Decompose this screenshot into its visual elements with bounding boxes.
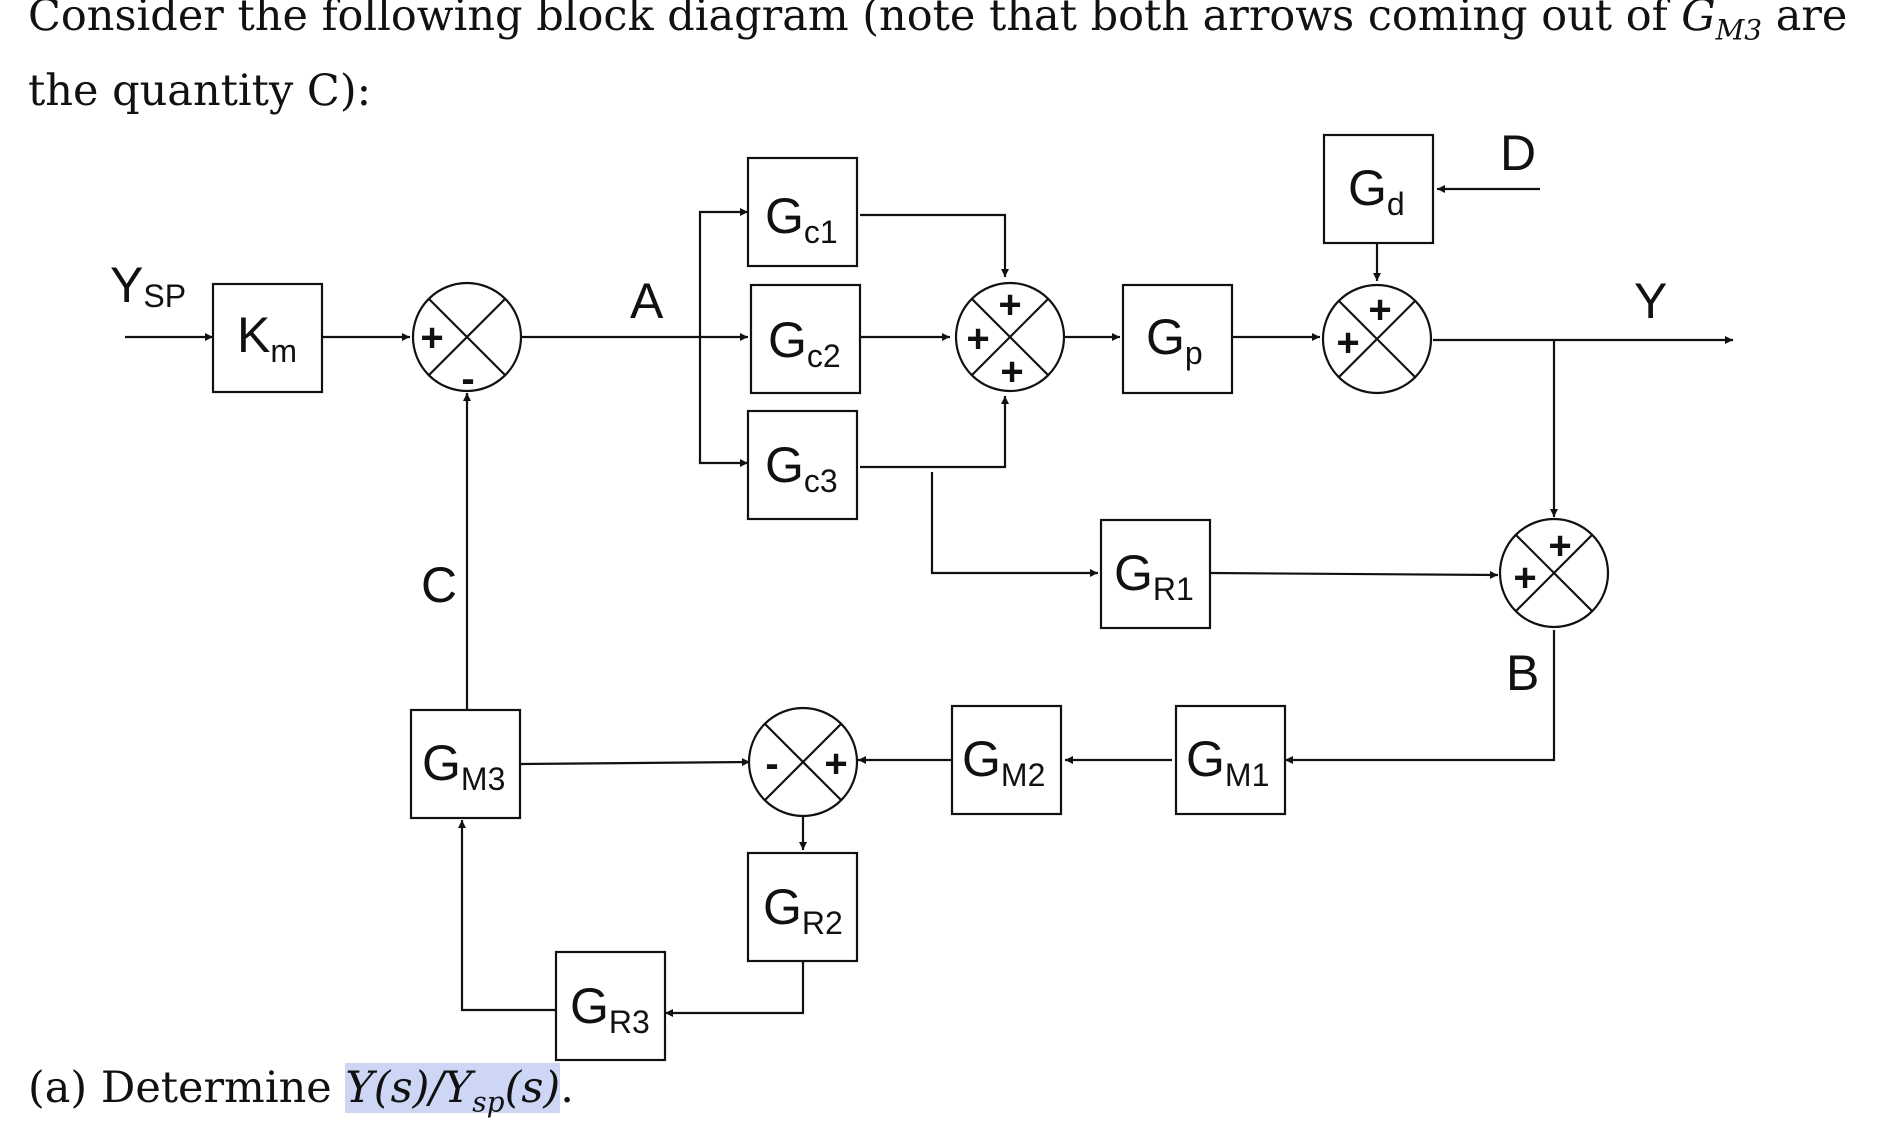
svg-text:+: + xyxy=(824,742,847,786)
svg-text:-: - xyxy=(461,357,474,401)
svg-text:Km: Km xyxy=(237,307,297,369)
svg-text:Gc1: Gc1 xyxy=(765,188,838,250)
svg-text:GM3: GM3 xyxy=(422,735,505,797)
block-gr3: GR3 xyxy=(554,950,667,1062)
svg-text:+: + xyxy=(1548,524,1571,568)
svg-text:GM2: GM2 xyxy=(962,731,1045,793)
summing-junction-4: + + xyxy=(1498,517,1610,629)
block-gr2: GR2 xyxy=(746,851,859,963)
block-gp: Gp xyxy=(1121,283,1234,395)
signal-y: Y xyxy=(1634,273,1667,329)
block-gr1: GR1 xyxy=(1099,518,1212,630)
svg-text:GR2: GR2 xyxy=(763,879,843,941)
gm3-symbol: GM3 xyxy=(1681,0,1763,47)
block-gd: Gd xyxy=(1322,133,1435,245)
svg-text:GR3: GR3 xyxy=(570,978,650,1040)
svg-text:+: + xyxy=(998,283,1021,327)
svg-text:GR1: GR1 xyxy=(1114,545,1194,607)
block-gc1: Gc1 xyxy=(746,156,859,268)
svg-text:+: + xyxy=(1000,350,1023,394)
svg-text:+: + xyxy=(966,317,989,361)
svg-text:Gd: Gd xyxy=(1348,160,1405,222)
block-gc3: Gc3 xyxy=(746,409,859,521)
svg-text:Gc3: Gc3 xyxy=(765,437,838,499)
svg-text:+: + xyxy=(1336,321,1359,365)
block-gm2: GM2 xyxy=(950,704,1063,816)
question-suffix: . xyxy=(560,1063,574,1113)
summing-junction-2: + + + xyxy=(954,281,1066,394)
transfer-function-expression: Y(s)/Ysp(s) xyxy=(345,1063,561,1119)
intro-line1-prefix: Consider the following block diagram (no… xyxy=(28,0,1682,41)
svg-text:+: + xyxy=(1513,556,1536,600)
summing-junction-5: - + xyxy=(747,706,859,818)
signal-d: D xyxy=(1500,125,1536,181)
svg-text:GM1: GM1 xyxy=(1186,731,1269,793)
summing-junction-1: + - xyxy=(411,281,523,401)
intro-line2: the quantity C): xyxy=(28,65,372,116)
block-km: Km xyxy=(211,282,324,394)
svg-text:Gc2: Gc2 xyxy=(768,312,841,374)
svg-text:Gp: Gp xyxy=(1146,309,1203,371)
svg-text:+: + xyxy=(420,316,443,360)
connections xyxy=(125,185,1733,1017)
block-gc2: Gc2 xyxy=(749,283,862,395)
signal-b: B xyxy=(1506,645,1539,701)
svg-text:-: - xyxy=(765,742,778,786)
signal-a: A xyxy=(630,273,664,329)
summing-junction-3: + + xyxy=(1321,283,1433,395)
question-prefix: (a) Determine xyxy=(28,1063,346,1113)
intro-text: Consider the following block diagram (no… xyxy=(28,0,1868,121)
svg-text:+: + xyxy=(1368,288,1391,332)
block-gm1: GM1 xyxy=(1174,704,1287,816)
signal-c: C xyxy=(421,557,457,613)
question-a: (a) Determine Y(s)/Ysp(s). xyxy=(28,1063,574,1119)
intro-line1-suffix: are xyxy=(1762,0,1848,41)
signal-ysp: YSP xyxy=(110,257,186,314)
block-gm3: GM3 xyxy=(409,708,522,820)
